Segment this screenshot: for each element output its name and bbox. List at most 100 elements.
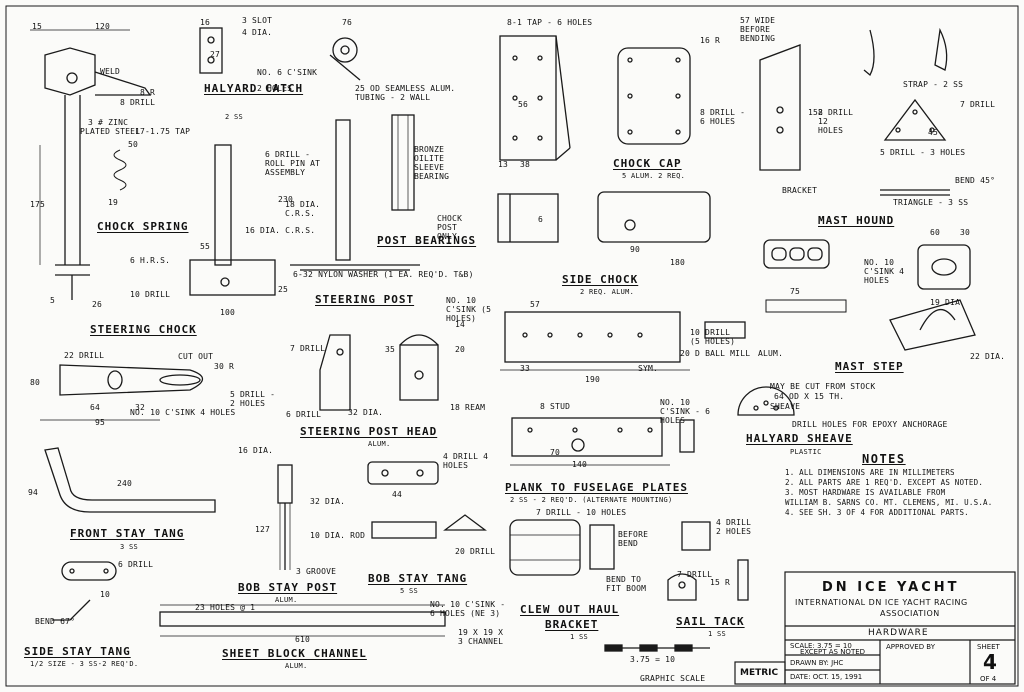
steering-lever-drawing [40, 364, 204, 421]
dim-25: 25 [278, 285, 289, 294]
drill7-label: 7 DRILL [960, 100, 996, 109]
clew-out-haul-title: CLEW OUT HAUL [520, 603, 620, 616]
tap-plate-drawing [497, 35, 571, 243]
note-3: 3. MOST HARDWARE IS AVAILABLE FROM [785, 488, 946, 497]
stock-label: MAY BE CUT FROM STOCK [770, 382, 876, 391]
bracket-drawing [759, 27, 950, 196]
drill4b-label: 4 DRILL 2 HOLES [716, 518, 752, 536]
sheet-border [5, 5, 1019, 687]
dim-57: 57 [530, 300, 541, 309]
csink6-label: NO. 6 C'SINK [257, 68, 318, 77]
dia16-label: 16 DIA. [238, 446, 274, 455]
tap-label: 17-1.75 TAP [135, 127, 191, 136]
chock-post-only-label: CHOCK POST ONLY [437, 214, 463, 241]
dim-152: 152 [808, 108, 824, 117]
steering-chock-drawing [30, 29, 152, 300]
drill5x2-label: 5 DRILL - 2 HOLES [230, 390, 276, 408]
graphic-scale [604, 644, 710, 652]
bend45-label: BEND 45° [955, 176, 996, 185]
title-block-sheet-of: OF 4 [980, 675, 997, 683]
sheave-label: SHEAVE [770, 402, 801, 411]
dim-30: 30 [960, 228, 971, 237]
bob-stay-post-sub: ALUM. [275, 596, 298, 604]
r30-label: 30 R [214, 362, 235, 371]
r8-label: 8 R [140, 88, 156, 97]
fuselage-plates-drawing [510, 417, 695, 466]
title-block-org-2: ASSOCIATION [880, 609, 940, 618]
dim-5: 5 [50, 296, 56, 305]
csink10x6b-label: NO. 10 C'SINK - 6 HOLES (NE 3) [430, 600, 506, 618]
dia32b-label: 32 DIA. [310, 497, 346, 506]
dia32-label: 32 DIA. [348, 408, 384, 417]
dim-10: 10 [100, 590, 111, 599]
od64-label: 64 OD X 15 TH. [774, 392, 845, 401]
mast-step-title: MAST STEP [835, 360, 904, 373]
post-bearings-drawing [391, 114, 415, 211]
chock-cap-drawing [597, 47, 711, 243]
graphic-scale-label: GRAPHIC SCALE [640, 674, 706, 683]
drill7c-label: 7 DRILL [677, 570, 713, 579]
dim-610: 610 [295, 635, 311, 644]
r15-label: 15 R [710, 578, 731, 587]
drill10x5-label: 10 DRILL (5 HOLES) [690, 328, 736, 346]
plank-fuselage-title: PLANK TO FUSELAGE PLATES [505, 481, 688, 494]
steering-post-drawing [189, 37, 420, 296]
dim-sym: SYM. [638, 364, 659, 373]
drill6holes-label: 8 DRILL - 6 HOLES [700, 108, 746, 126]
note-3b: WILLIAM B. SARNS CO. MT. CLEMENS, MI. U.… [785, 498, 993, 507]
steering-post-head-sub: ALUM. [368, 440, 391, 448]
cutout-label: CUT OUT [178, 352, 214, 361]
stud-label: 8 STUD [540, 402, 571, 411]
dim-80: 80 [30, 378, 41, 387]
ream18-label: 18 REAM [450, 403, 486, 412]
dim-70: 70 [550, 448, 561, 457]
hrs-label: 6 H.R.S. [130, 256, 171, 265]
r16-label: 16 R [700, 36, 721, 45]
halyard-sheave-drawing [737, 386, 795, 416]
dim-64: 64 [90, 403, 101, 412]
dim-27: 27 [210, 50, 221, 59]
sail-tack-title: SAIL TACK [676, 615, 745, 628]
title-block-approved: APPROVED BY [886, 643, 936, 651]
clew-out-haul-title-2: BRACKET [545, 618, 599, 631]
dim-38: 38 [520, 160, 531, 169]
sheet-block-channel-title: SHEET BLOCK CHANNEL [222, 647, 367, 660]
csink10x6-label: NO. 10 C'SINK - 6 HOLES [660, 398, 711, 425]
dim-190: 190 [585, 375, 601, 384]
epoxy-label: DRILL HOLES FOR EPOXY ANCHORAGE [792, 420, 948, 429]
notes-heading: NOTES [862, 452, 906, 466]
zinc-label: 3 # ZINC [88, 118, 129, 127]
drill8x12-label: 8 DRILL 12 HOLES [818, 108, 854, 135]
holes23-label: 23 HOLES @ 1 [195, 603, 256, 612]
halyard-sheave-sub: PLASTIC [790, 448, 822, 456]
dim-16: 16 [200, 18, 211, 27]
title-block-org-1: INTERNATIONAL DN ICE YACHT RACING [795, 598, 968, 607]
dim-180: 180 [670, 258, 686, 267]
side-chock-sub: 2 REQ. ALUM. [580, 288, 635, 296]
drill20-label: 20 DRILL [455, 547, 496, 556]
mast-step-drawing [889, 299, 976, 351]
halyard-catch-drawing [199, 27, 223, 74]
dim-76: 76 [342, 18, 353, 27]
sail-tack-sub: 1 SS [708, 630, 727, 638]
scale-label: 3.75 = 10 [630, 655, 676, 664]
dia16crs-label: 16 DIA. C.R.S. [245, 226, 316, 235]
drill10holes-label: 7 DRILL - 10 HOLES [536, 508, 627, 517]
halyard-sheave-title: HALYARD SHEAVE [746, 432, 853, 445]
holes2-label: 2 HOLES [257, 84, 293, 93]
seamless-label: 25 OD SEAMLESS ALUM. TUBING - 2 WALL [355, 84, 456, 102]
title-block-frame [734, 571, 1016, 685]
drill6-label: 6 DRILL [286, 410, 322, 419]
dim-20: 20 [455, 345, 466, 354]
side-chock-title: SIDE CHOCK [562, 273, 639, 286]
title-block-drawing: HARDWARE [868, 628, 929, 638]
title-block-date: DATE: OCT. 15, 1991 [790, 673, 863, 681]
note-1: 1. ALL DIMENSIONS ARE IN MILLIMETERS [785, 468, 955, 477]
dim-56: 56 [518, 100, 529, 109]
drill4-label: 4 DRILL 4 HOLES [443, 452, 489, 470]
mast-hound-title: MAST HOUND [818, 214, 895, 227]
dim-15: 15 [32, 22, 43, 31]
front-stay-tang-title: FRONT STAY TANG [70, 527, 185, 540]
post-bearings-title: POST BEARINGS [377, 234, 477, 247]
